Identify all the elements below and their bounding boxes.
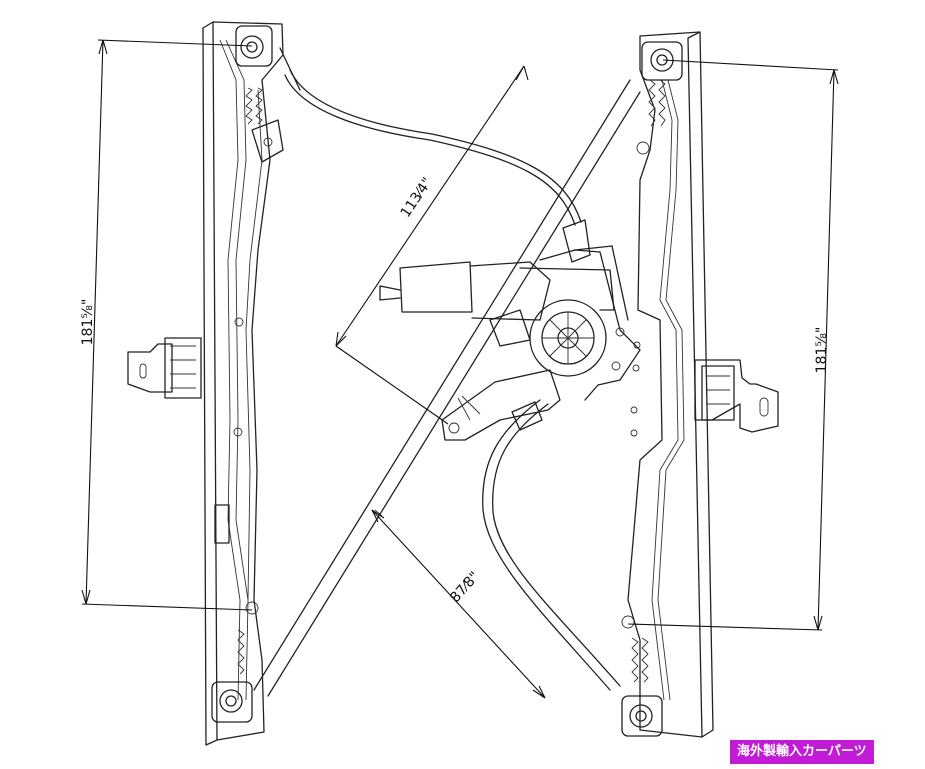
dim-right-height: 181⅝" (814, 327, 830, 374)
lift-arm (253, 79, 641, 697)
motor-assembly (379, 245, 641, 401)
dim-diagonal-long: 113⁄4" (398, 175, 436, 221)
lower-arm (441, 369, 561, 441)
left-rail (202, 21, 284, 746)
dimension-lines (81, 39, 839, 699)
dim-diagonal-short: 87⁄8" (447, 569, 483, 606)
right-rail (621, 31, 714, 738)
cable-springs (237, 79, 666, 683)
side-brackets (127, 337, 779, 433)
cables (279, 47, 621, 691)
dim-left-height: 181⅝" (80, 299, 96, 346)
watermark-badge: 海外製輸入カーパーツ (730, 740, 874, 764)
corner-pulleys (211, 25, 683, 737)
